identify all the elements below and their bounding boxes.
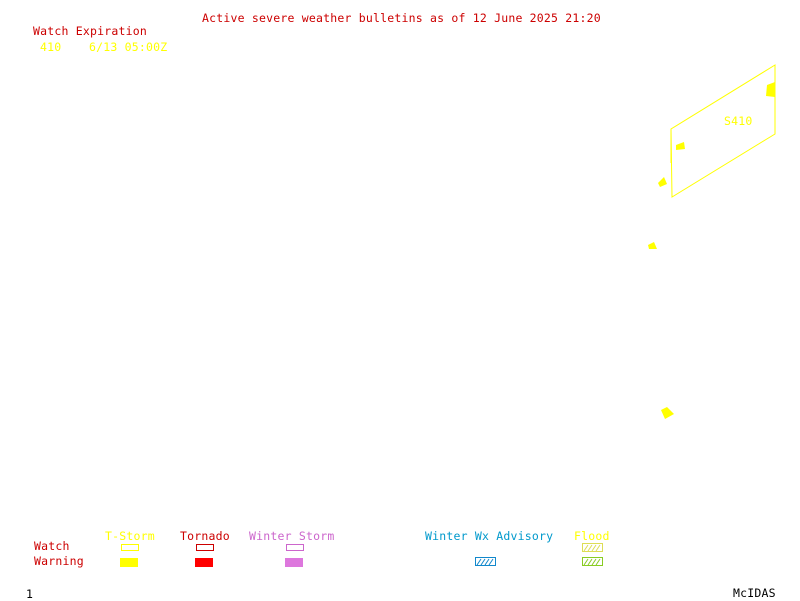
tstorm-warning-polygon [648,242,657,249]
watch-number: 410 [40,40,62,54]
watch-expiration-label: Watch Expiration [33,24,147,38]
watch-box-label: S410 [724,114,753,128]
legend-warning-row-label: Warning [34,554,84,568]
winter-storm-warning-swatch [285,558,303,567]
frame-number: 1 [26,587,34,601]
legend-watch-row-label: Watch [34,539,70,553]
legend-flood-label: Flood [574,529,610,543]
winter-wx-advisory-swatch [475,557,496,566]
tstorm-watch-swatch [121,544,139,551]
legend-tstorm-label: T-Storm [105,529,155,543]
tstorm-warning-swatch [120,558,138,567]
bulletin-title: Active severe weather bulletins as of 12… [202,11,601,25]
tstorm-warning-polygon [658,177,667,187]
software-label: McIDAS [733,586,776,600]
tstorm-warning-polygon [766,82,775,97]
flood-warning-swatch [582,557,603,566]
tstorm-warning-polygon [676,142,685,150]
tornado-watch-swatch [196,544,214,551]
watch-expiration-time: 6/13 05:00Z [89,40,168,54]
tornado-warning-swatch [195,558,213,567]
legend-tornado-label: Tornado [180,529,230,543]
flood-watch-swatch [582,543,603,552]
winter-storm-watch-swatch [286,544,304,551]
severe-thunderstorm-watch-box [670,64,776,198]
tstorm-warning-polygon [661,407,674,419]
legend-winter-wx-advisory-label: Winter Wx Advisory [425,529,554,543]
legend-winter-storm-label: Winter Storm [249,529,335,543]
